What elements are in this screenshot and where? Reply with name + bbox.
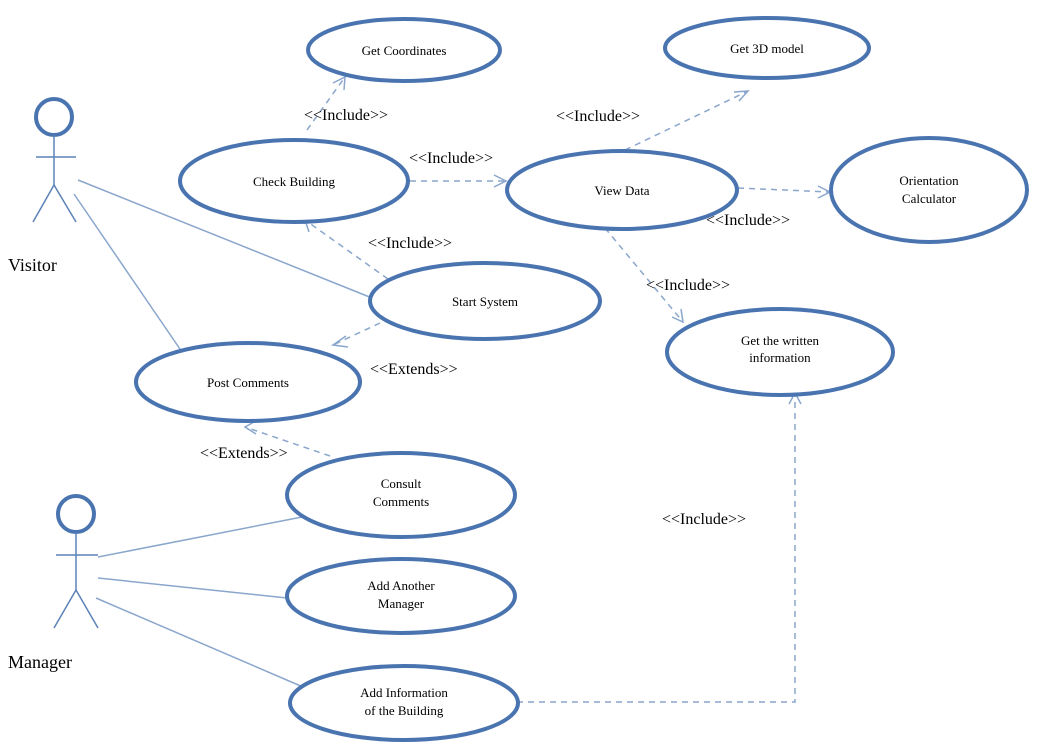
- use-case-consult-comments: [285, 451, 517, 539]
- use-case-post-comments-label: Post Comments: [207, 375, 289, 390]
- stereotype-include-start-system: <<Include>>: [368, 235, 452, 252]
- use-case-check-building: [178, 138, 410, 224]
- dep-start-check: [304, 219, 389, 280]
- stereotype-include-orientation: <<Include>>: [706, 212, 790, 229]
- dep-viewdata-orientation: [737, 187, 831, 193]
- arrow-written-info: [671, 308, 684, 324]
- visitor-left-leg: [32, 184, 55, 223]
- manager-actor: [53, 494, 99, 629]
- arrow-3dmodel: [733, 90, 750, 102]
- stereotype-include-add-information: <<Include>>: [662, 511, 746, 528]
- stereotype-extends-post-comments: <<Extends>>: [370, 361, 458, 378]
- use-case-check-building-label: Check Building: [253, 174, 335, 189]
- stereotype-include-view-data: <<Include>>: [409, 150, 493, 167]
- manager-head: [56, 494, 96, 534]
- use-case-view-data-label: View Data: [594, 183, 649, 198]
- assoc-manager-consult: [97, 516, 303, 558]
- arrow-post-comments: [330, 335, 349, 348]
- use-case-start-system: [368, 261, 602, 341]
- assoc-visitor-start-system: [77, 179, 373, 299]
- use-case-get-written-information: [665, 307, 895, 397]
- stereotype-include-3d-model: <<Include>>: [556, 108, 640, 125]
- use-case-add-another-manager: [285, 557, 517, 635]
- use-case-add-information-building: [288, 664, 520, 742]
- use-case-start-system-label: Start System: [452, 294, 518, 309]
- visitor-label: Visitor: [8, 255, 57, 275]
- use-case-view-data: [505, 149, 739, 231]
- manager-label: Manager: [8, 652, 72, 672]
- use-case-get-coordinates: [306, 17, 502, 83]
- use-case-get-3d-model: [663, 16, 871, 80]
- arrow-viewdata: [493, 174, 508, 188]
- dep-viewdata-written: [604, 227, 684, 323]
- stereotype-extends-consult: <<Extends>>: [200, 445, 288, 462]
- dep-start-post: [332, 322, 381, 346]
- use-case-get-coordinates-label: Get Coordinates: [362, 43, 447, 58]
- arrow-post-from-consult: [243, 421, 257, 435]
- use-case-orientation-calculator: [829, 136, 1029, 244]
- visitor-head: [34, 97, 74, 137]
- dep-addinfo-written: [517, 393, 796, 703]
- assoc-visitor-post-comments: [73, 193, 183, 353]
- use-case-get-3d-model-label: Get 3D model: [730, 41, 804, 56]
- stereotype-include-coordinates: <<Include>>: [304, 107, 388, 124]
- dep-consult-post: [244, 426, 331, 457]
- stereotype-include-written-info: <<Include>>: [646, 277, 730, 294]
- dep-viewdata-3dmodel: [624, 90, 749, 151]
- visitor-actor: [32, 97, 77, 223]
- use-case-post-comments: [134, 341, 362, 423]
- arrow-coordinates: [332, 75, 346, 91]
- assoc-manager-add-manager: [97, 577, 288, 599]
- manager-right-leg: [75, 589, 99, 629]
- manager-left-leg: [53, 589, 77, 629]
- visitor-right-leg: [53, 184, 77, 223]
- assoc-manager-add-info: [95, 597, 311, 691]
